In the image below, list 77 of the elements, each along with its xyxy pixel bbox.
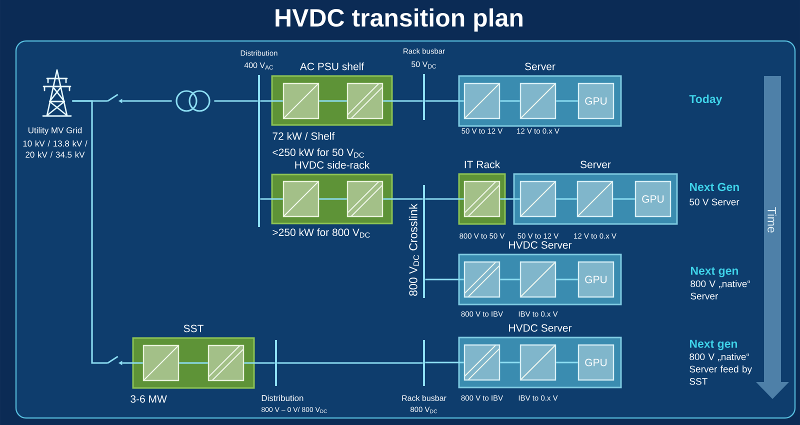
connector-line [277, 362, 423, 364]
bus-label: Rack busbar [402, 395, 446, 401]
converter-box [520, 261, 556, 298]
converter-box [346, 180, 384, 218]
node-label: IT Rack [464, 160, 500, 168]
row-heading: Next gen [690, 266, 738, 278]
node-label: AC PSU shelf [300, 62, 364, 70]
connector-line [500, 198, 520, 200]
bus-label: Distribution [262, 394, 304, 402]
row-heading: Today [689, 94, 722, 106]
connector-line [383, 198, 423, 200]
connector-line [244, 362, 275, 364]
connector-line [500, 362, 520, 364]
connector-line [556, 198, 577, 200]
pylon-icon [42, 69, 72, 117]
rating-note: 3-6 MW [130, 395, 167, 403]
row-heading: Next gen [690, 340, 738, 350]
bus-label: 50 V$_{DC}$ [412, 61, 436, 69]
switch-symbol [107, 356, 122, 366]
converter-box [520, 344, 556, 381]
connector-line [500, 278, 520, 280]
converter-box [576, 180, 614, 218]
connector-line [383, 100, 423, 102]
rating-note: >250 kW for 800 V$_{DC}$ [272, 228, 370, 238]
transformer-symbol [176, 90, 210, 112]
connector-line [500, 100, 520, 102]
gpu-box: GPU [578, 261, 614, 298]
connector-line [319, 198, 347, 200]
node-label: Server [580, 160, 611, 168]
connector-line [260, 198, 283, 200]
converter-box [208, 344, 244, 382]
row-note: 50 V Server [690, 198, 740, 206]
bus-label: 800 V$_{DC}$ Crosslink [408, 204, 420, 296]
converter-box [520, 82, 556, 120]
connector-line [425, 198, 464, 200]
converter-box [464, 82, 500, 120]
connector-line [556, 362, 578, 364]
rating-note: <250 kW for 50 V$_{DC}$ [272, 148, 364, 158]
rating-note: 72 kW / Shelf [272, 132, 335, 140]
gpu-box: GPU [578, 82, 614, 120]
converter-box [464, 344, 500, 381]
title: HVDC transition plan [276, 8, 522, 32]
converter-box [464, 261, 500, 298]
connector-line [179, 362, 208, 364]
connector-line [319, 100, 347, 102]
connector-line [556, 278, 578, 280]
connector-line [122, 100, 172, 102]
row-note: 800 V „native“ Server feed by SST [690, 353, 752, 385]
bus-label: 400 V$_{AC}$ [244, 62, 274, 70]
row-note: 800 V „native“ Server [690, 280, 750, 300]
connector-line [556, 100, 578, 102]
connector-line [214, 100, 258, 102]
connector-line [425, 100, 464, 102]
converter-box [464, 180, 500, 218]
row-heading: Next Gen [690, 182, 739, 192]
node-label: HVDC Server [509, 241, 572, 249]
node-label: HVDC Server [509, 324, 572, 332]
converter-box [142, 344, 180, 382]
connector-line [122, 362, 143, 364]
converter-box [346, 82, 384, 120]
converter-box [520, 180, 556, 218]
axis-label: Time [768, 207, 776, 233]
node-label: SST [184, 324, 204, 332]
grid-label: 10 kV / 13.8 kV / 20 kV / 34.5 kV [23, 140, 88, 158]
connector-line [425, 362, 464, 364]
converter-box [282, 82, 320, 120]
connector-line [260, 100, 283, 102]
node-label: HVDC side-rack [295, 161, 370, 169]
gpu-box: GPU [578, 344, 614, 381]
grid-label: Utility MV Grid [28, 127, 82, 135]
connector-line [425, 278, 464, 280]
converter-box [282, 180, 320, 218]
node-label: Server [525, 62, 556, 70]
connector-line [613, 198, 635, 200]
connector-line [72, 100, 108, 364]
switch-symbol [107, 94, 122, 104]
gpu-box: GPU [634, 180, 672, 218]
